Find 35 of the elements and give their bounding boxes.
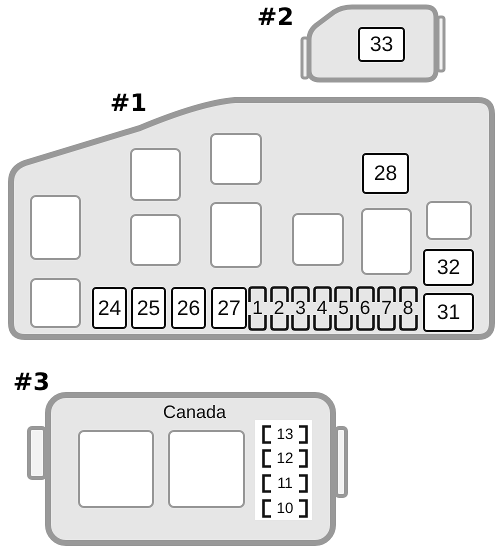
mini-fuse: 1 xyxy=(248,286,267,331)
fuse: 26 xyxy=(171,287,206,329)
mini-fuse: 6 xyxy=(356,286,374,331)
fuse: 31 xyxy=(423,293,474,332)
mini-fuse: 4 xyxy=(312,286,332,331)
mini-fuse: 7 xyxy=(377,286,396,331)
relay-slot xyxy=(210,202,262,268)
relay-slot xyxy=(130,148,181,201)
relay-slot xyxy=(30,195,81,260)
housing-label: #3 xyxy=(13,370,50,394)
relay-slot xyxy=(30,278,81,328)
relay-slot xyxy=(130,214,181,266)
fuse: 32 xyxy=(423,249,474,286)
fuse: 27 xyxy=(211,287,247,329)
region-label: Canada xyxy=(163,402,226,422)
fuse: 28 xyxy=(362,153,409,194)
mini-fuse: 10 xyxy=(261,499,309,518)
mini-fuse: 8 xyxy=(398,286,418,331)
relay-slot xyxy=(292,213,344,266)
mini-fuse: 11 xyxy=(261,474,309,493)
housing-label: #2 xyxy=(257,5,294,29)
relay-slot xyxy=(78,430,154,508)
relay-slot xyxy=(361,208,412,275)
mini-fuse: 12 xyxy=(261,449,309,468)
fuse: 33 xyxy=(358,27,405,62)
mini-fuse: 3 xyxy=(291,286,310,331)
mini-fuse: 13 xyxy=(261,425,309,444)
housing-label: #1 xyxy=(110,91,147,115)
mini-fuse: 2 xyxy=(270,286,288,331)
fuse: 25 xyxy=(131,287,166,329)
mini-fuse: 5 xyxy=(334,286,353,331)
relay-slot xyxy=(168,430,245,508)
relay-slot xyxy=(426,201,472,240)
relay-slot xyxy=(210,133,262,185)
fuse: 24 xyxy=(92,287,127,329)
